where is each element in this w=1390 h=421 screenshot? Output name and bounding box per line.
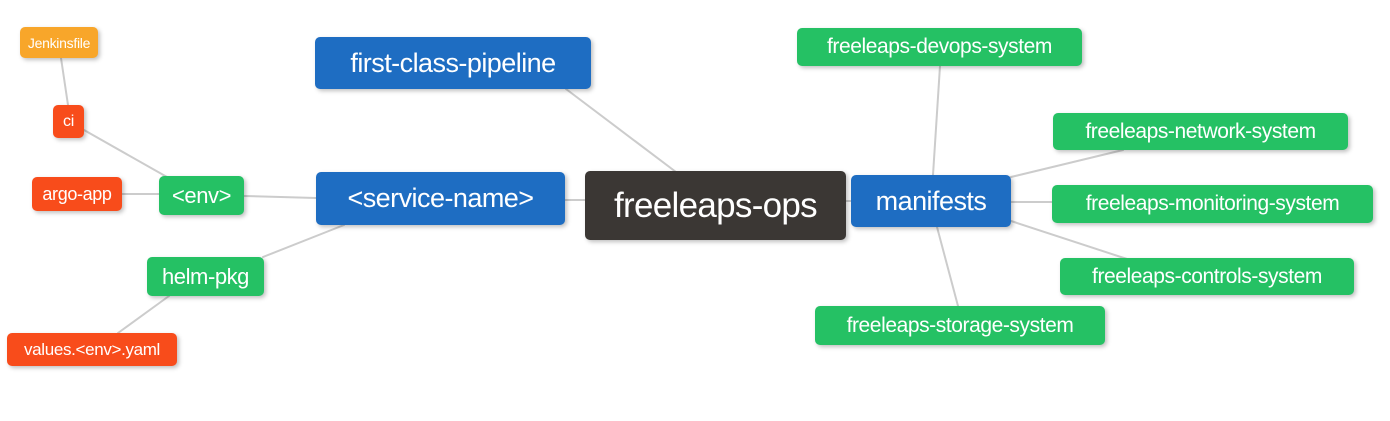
node-env[interactable]: <env> (159, 176, 244, 215)
node-freeleaps-ops[interactable]: freeleaps-ops (585, 171, 846, 240)
edge-manifests-to-devops-system (932, 65, 941, 176)
edge-jenkinsfile-to-ci (60, 57, 69, 106)
node-devops-system[interactable]: freeleaps-devops-system (797, 28, 1082, 66)
node-jenkinsfile[interactable]: Jenkinsfile (20, 27, 98, 58)
node-storage-system[interactable]: freeleaps-storage-system (815, 306, 1105, 345)
edge-first-class-pipeline-to-freeleaps-ops (565, 88, 677, 173)
edge-manifests-to-network-system (1010, 149, 1124, 178)
node-manifests[interactable]: manifests (851, 175, 1011, 227)
node-monitoring-system[interactable]: freeleaps-monitoring-system (1052, 185, 1373, 223)
edge-manifests-to-storage-system (936, 226, 959, 307)
node-network-system[interactable]: freeleaps-network-system (1053, 113, 1348, 150)
edge-ci-to-env (83, 129, 168, 178)
edge-helm-pkg-to-values-env-yaml (117, 295, 170, 334)
edge-manifests-to-controls-system (1010, 220, 1128, 260)
node-argo-app[interactable]: argo-app (32, 177, 122, 211)
node-helm-pkg[interactable]: helm-pkg (147, 257, 264, 296)
edge-helm-pkg-to-service-name (262, 224, 345, 258)
node-ci[interactable]: ci (53, 105, 84, 138)
node-first-class-pipeline[interactable]: first-class-pipeline (315, 37, 591, 89)
edge-env-to-service-name (243, 195, 317, 199)
node-values-env-yaml[interactable]: values.<env>.yaml (7, 333, 177, 366)
node-controls-system[interactable]: freeleaps-controls-system (1060, 258, 1354, 295)
node-service-name[interactable]: <service-name> (316, 172, 565, 225)
